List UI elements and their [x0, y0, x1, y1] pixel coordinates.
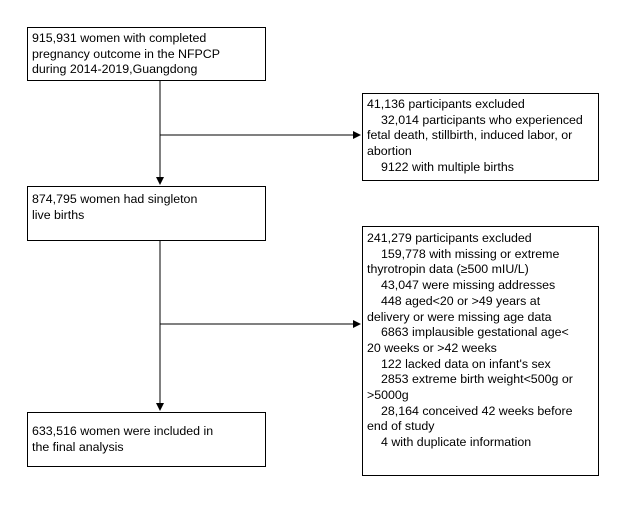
exclusion-1-title: 41,136 participants excluded: [367, 97, 525, 111]
box-final-line: the final analysis: [32, 439, 124, 454]
exclusion-2-item-cont: thyrotropin data (≥500 mIU/L): [367, 262, 529, 277]
box-exclusion-1: 41,136 participants excluded 32,014 part…: [362, 93, 599, 181]
exclusion-2-item: 6863 implausible gestational age<: [381, 325, 569, 340]
box-initial-line: 915,931 women with completed: [32, 31, 207, 45]
exclusion-2-item-cont: end of study: [367, 419, 435, 434]
box-singleton-line: live births: [32, 207, 85, 222]
box-final-line: 633,516 women were included in: [32, 424, 214, 438]
exclusion-2-item: 122 lacked data on infant's sex: [381, 356, 551, 371]
exclusion-1-item: 9122 with multiple births: [381, 159, 514, 174]
exclusion-2-item: 4 with duplicate information: [381, 435, 532, 450]
exclusion-1-item-cont: fetal death, stillbirth, induced labor, …: [367, 128, 573, 143]
box-initial-line: during 2014-2019,Guangdong: [32, 62, 198, 77]
box-final-analysis: 633,516 women were included in the final…: [27, 412, 266, 467]
exclusion-2-item: 28,164 conceived 42 weeks before: [381, 403, 573, 418]
exclusion-2-item: 159,778 with missing or extreme: [381, 246, 560, 261]
exclusion-2-item-cont: delivery or were missing age data: [367, 309, 552, 324]
exclusion-2-item-cont: 20 weeks or >42 weeks: [367, 340, 497, 355]
exclusion-1-item-cont: abortion: [367, 144, 412, 159]
box-singleton-line: 874,795 women had singleton: [32, 192, 198, 206]
exclusion-2-item: 2853 extreme birth weight<500g or: [381, 372, 573, 387]
box-initial-cohort: 915,931 women with completed pregnancy o…: [27, 27, 266, 81]
box-exclusion-2: 241,279 participants excluded 159,778 wi…: [362, 226, 599, 476]
exclusion-2-title: 241,279 participants excluded: [367, 231, 532, 245]
exclusion-2-item: 43,047 were missing addresses: [381, 278, 556, 293]
exclusion-1-item: 32,014 participants who experienced: [381, 112, 583, 127]
exclusion-2-item-cont: >5000g: [367, 388, 409, 403]
exclusion-2-item: 448 aged<20 or >49 years at: [381, 293, 541, 308]
box-singleton-births: 874,795 women had singleton live births: [27, 186, 266, 241]
box-initial-line: pregnancy outcome in the NFPCP: [32, 46, 221, 61]
